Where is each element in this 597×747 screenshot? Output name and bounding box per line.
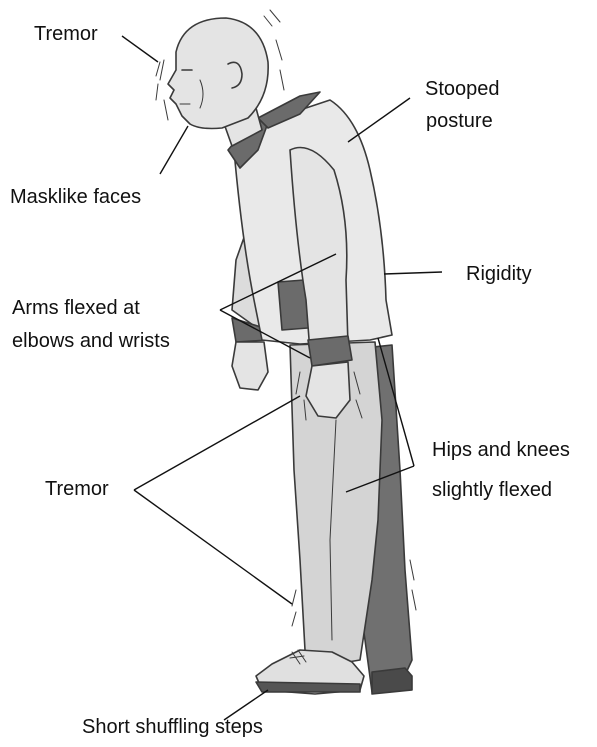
- leader-tremor-hand: [134, 396, 300, 490]
- person-figure: [156, 10, 416, 694]
- leader-stooped: [348, 98, 410, 142]
- label-short-shuffling-steps: Short shuffling steps: [82, 714, 263, 741]
- label-hips-knees-line2: slightly flexed: [432, 477, 552, 504]
- leader-rigidity: [384, 272, 442, 274]
- label-stooped-posture-line1: Stooped: [425, 76, 500, 103]
- back-hand: [232, 342, 268, 390]
- head: [168, 18, 268, 129]
- leader-tremor-head: [122, 36, 158, 62]
- shoe-sole: [256, 682, 360, 692]
- leader-masklike: [160, 126, 188, 174]
- label-masklike-faces: Masklike faces: [10, 184, 141, 211]
- leader-tremor-leg: [134, 490, 292, 604]
- label-tremor-head: Tremor: [34, 21, 98, 48]
- label-hips-knees-line1: Hips and knees: [432, 437, 570, 464]
- label-tremor-limbs: Tremor: [45, 476, 109, 503]
- label-stooped-posture-line2: posture: [426, 108, 493, 135]
- back-shoe: [372, 668, 412, 694]
- label-arms-flexed-line1: Arms flexed at: [12, 295, 140, 322]
- label-arms-flexed-line2: elbows and wrists: [12, 328, 170, 355]
- label-rigidity: Rigidity: [466, 261, 532, 288]
